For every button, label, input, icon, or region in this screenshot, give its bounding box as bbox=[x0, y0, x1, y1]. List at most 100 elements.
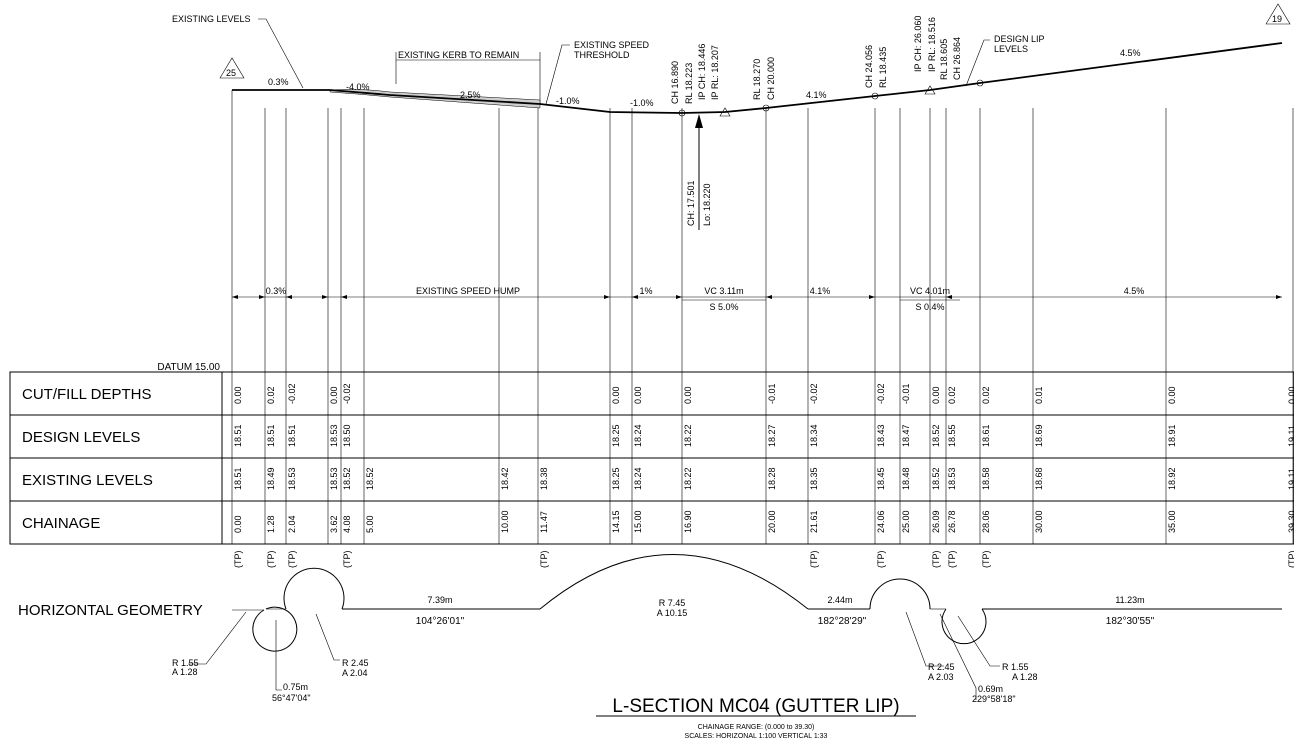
band-arrow bbox=[946, 295, 952, 299]
table-cell-exist: 18.51 bbox=[233, 467, 243, 490]
grade-label: -1.0% bbox=[556, 96, 580, 106]
table-cell-cut: -0.01 bbox=[767, 383, 777, 404]
grade-band-label: 4.1% bbox=[810, 286, 831, 296]
design-lip-callout-2: LEVELS bbox=[994, 44, 1028, 54]
vertical-annotation: CH: 17.501 bbox=[686, 180, 696, 226]
grade-label: -1.0% bbox=[630, 98, 654, 108]
design-profile-line bbox=[232, 42, 1283, 114]
table-cell-design: 18.61 bbox=[981, 424, 991, 447]
grade-label: 2.5% bbox=[460, 90, 481, 100]
curve-r245-right bbox=[869, 578, 931, 610]
table-cell-design: 18.47 bbox=[901, 424, 911, 447]
band-arrow bbox=[286, 295, 292, 299]
vertical-annotation: CH 16.890 bbox=[670, 61, 680, 104]
table-cell-cut: 0.00 bbox=[633, 386, 643, 404]
tp-marker: (TP) bbox=[931, 551, 941, 569]
geom-r4: R 2.45 bbox=[928, 662, 955, 672]
grade-band-label: EXISTING SPEED HUMP bbox=[416, 286, 520, 296]
table-cell-exist: 18.92 bbox=[1167, 467, 1177, 490]
table-cell-cut: -0.02 bbox=[287, 383, 297, 404]
band-arrow bbox=[766, 295, 772, 299]
table-cell-ch: 26.78 bbox=[947, 510, 957, 533]
grade-band-label: 1% bbox=[639, 286, 652, 296]
vertical-annotation: Lo: 18.220 bbox=[702, 183, 712, 226]
table-cell-ch: 21.61 bbox=[809, 510, 819, 533]
geom-a5: A 1.28 bbox=[1012, 672, 1038, 682]
geom-b4: 229°58'18" bbox=[972, 694, 1016, 704]
table-cell-exist: 18.53 bbox=[287, 467, 297, 490]
table-cell-exist: 18.52 bbox=[365, 467, 375, 490]
table-cell-cut: -0.02 bbox=[809, 383, 819, 404]
tangent-point-labels: (TP)(TP)(TP)(TP)(TP)(TP)(TP)(TP)(TP)(TP)… bbox=[233, 551, 1294, 569]
table-cell-design: 18.52 bbox=[931, 424, 941, 447]
table-cell-ch: 35.00 bbox=[1167, 510, 1177, 533]
table-cell-exist: 18.53 bbox=[947, 467, 957, 490]
table-cell-design: 18.53 bbox=[329, 424, 339, 447]
band-arrow bbox=[1276, 295, 1282, 299]
table-cell-ch: 26.09 bbox=[931, 510, 941, 533]
profile-point-ch24056 bbox=[871, 92, 879, 100]
chainage-range-note: CHAINAGE RANGE: (0.000 to 39.30) bbox=[698, 724, 815, 731]
geom-a3: A 10.15 bbox=[657, 608, 688, 618]
grade-band-label: S 5.0% bbox=[709, 302, 738, 312]
geom-s1: 7.39m bbox=[427, 595, 452, 605]
vertical-annotation: RL 18.270 bbox=[752, 59, 762, 100]
geom-t2: 0.69m bbox=[978, 684, 1003, 694]
band-arrow bbox=[632, 295, 638, 299]
grade-band-label: VC 3.11m bbox=[704, 286, 743, 296]
table-cell-ch: 28.06 bbox=[981, 510, 991, 533]
speed-threshold-leader bbox=[545, 44, 570, 105]
marker-right-label: 19 bbox=[1272, 14, 1282, 24]
row-label-design-levels: DESIGN LEVELS bbox=[22, 429, 140, 446]
table-cell-ch: 3.62 bbox=[329, 515, 339, 533]
geom-b1: 56°47'04" bbox=[272, 693, 311, 703]
horizontal-geometry-label: HORIZONTAL GEOMETRY bbox=[18, 602, 203, 619]
table-cell-exist: 18.48 bbox=[901, 467, 911, 490]
table-cell-cut: 0.00 bbox=[611, 386, 621, 404]
geom-r2: R 2.45 bbox=[342, 658, 369, 668]
geom-s3: 11.23m bbox=[1115, 595, 1144, 605]
row-label-cut-fill: CUT/FILL DEPTHS bbox=[22, 386, 151, 403]
table-cells: 0.0018.5118.510.000.0218.5118.491.28-0.0… bbox=[233, 383, 1294, 533]
table-cell-exist: 18.22 bbox=[683, 467, 693, 490]
curve-r155-left bbox=[252, 606, 298, 652]
grade-band-label: 4.5% bbox=[1124, 286, 1145, 296]
band-arrow bbox=[341, 295, 347, 299]
table-cell-cut: 0.02 bbox=[947, 386, 957, 404]
table-cell-ch: 2.04 bbox=[287, 515, 297, 533]
band-arrow bbox=[676, 295, 682, 299]
grade-band-label: S 0.4% bbox=[915, 302, 944, 312]
grade-label: -4.0% bbox=[346, 82, 370, 92]
band-arrow bbox=[869, 295, 875, 299]
speed-threshold-callout-2: THRESHOLD bbox=[574, 50, 630, 60]
table-cell-design: 18.24 bbox=[633, 424, 643, 447]
scales-note: SCALES: HORIZONAL 1:100 VERTICAL 1:33 bbox=[685, 733, 828, 740]
table-cell-design: 18.25 bbox=[611, 424, 621, 447]
geom-r5: R 1.55 bbox=[1002, 662, 1029, 672]
tp-marker: (TP) bbox=[342, 551, 352, 569]
table-cell-cut: 0.00 bbox=[1167, 386, 1177, 404]
band-arrow bbox=[232, 295, 238, 299]
table-cell-ch: 14.15 bbox=[611, 510, 621, 533]
table-cell-exist: 18.49 bbox=[266, 467, 276, 490]
table-cell-design: 18.50 bbox=[342, 424, 352, 447]
table-cell-ch: 24.06 bbox=[876, 510, 886, 533]
tp-marker: (TP) bbox=[539, 551, 549, 569]
vertical-annotation: IP RL: 18.207 bbox=[710, 45, 720, 100]
datum-label: DATUM 15.00 bbox=[157, 362, 220, 373]
table-cell-exist: 19.11 bbox=[1287, 468, 1294, 490]
geom-s2: 2.44m bbox=[827, 595, 852, 605]
table-cell-ch: 30.00 bbox=[1034, 510, 1044, 533]
geom-r1: R 1.55 bbox=[172, 658, 199, 668]
tp-marker: (TP) bbox=[287, 551, 297, 569]
table-cell-ch: 39.30 bbox=[1287, 510, 1294, 533]
table-cell-design: 18.27 bbox=[767, 424, 777, 447]
table-cell-cut: -0.02 bbox=[876, 383, 886, 404]
curve-r745 bbox=[539, 554, 809, 610]
table-cell-design: 19.11 bbox=[1287, 425, 1294, 447]
band-arrow bbox=[259, 295, 265, 299]
table-cell-design: 18.69 bbox=[1034, 424, 1044, 447]
table-cell-design: 18.43 bbox=[876, 424, 886, 447]
band-arrow bbox=[322, 295, 328, 299]
